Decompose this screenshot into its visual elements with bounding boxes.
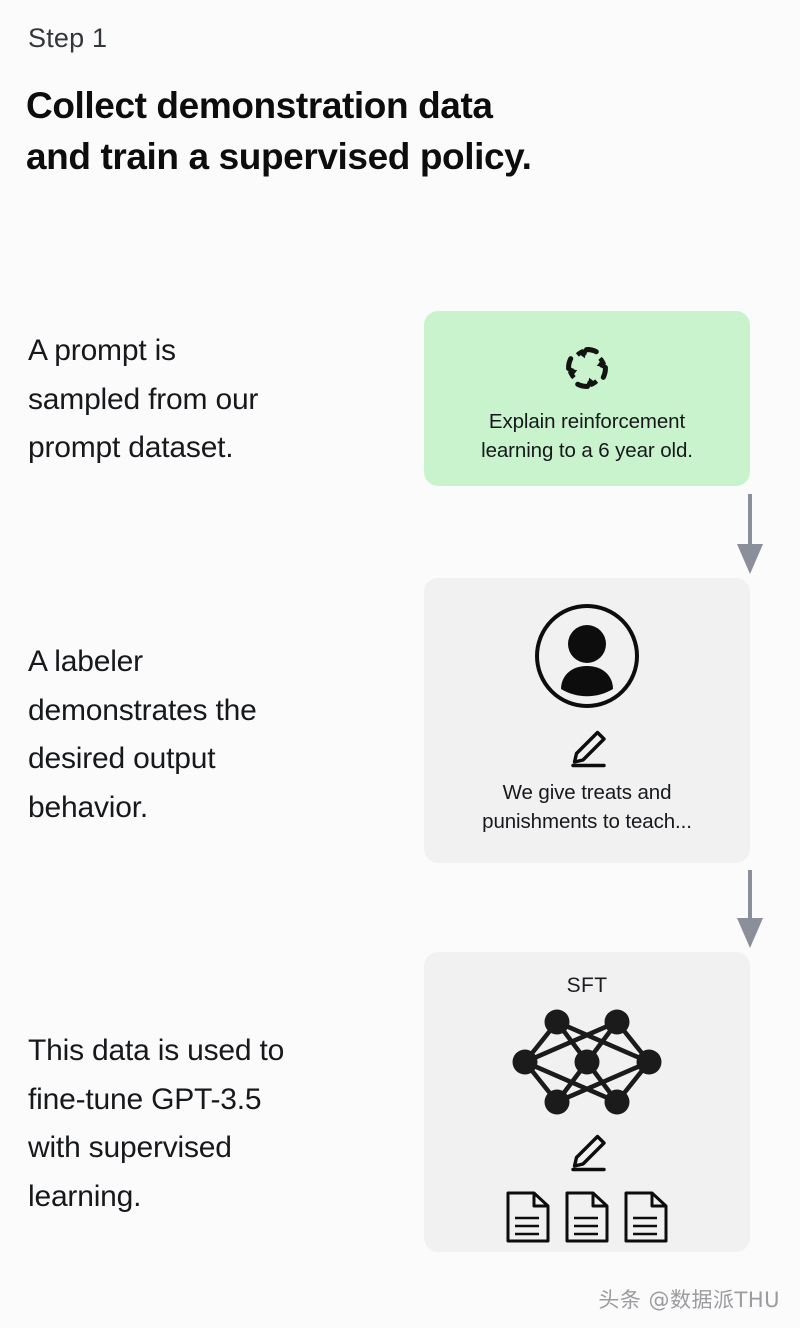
caption-line: Explain reinforcement [488,410,686,433]
document-group [505,1190,669,1244]
down-arrow-icon [737,870,763,948]
description-line: This data is used to [28,1034,285,1067]
description-line: prompt dataset. [28,431,234,465]
pencil-icon [564,1130,610,1176]
document-icon [623,1190,669,1244]
neural-network-icon [511,1006,663,1118]
caption-line: learning to a 6 year old. [481,439,693,463]
description-line: behavior. [28,790,148,824]
person-circle-icon [533,602,641,710]
prompt-card-caption: Explain reinforcement learning to a 6 ye… [440,407,734,465]
caption-line: punishments to teach... [482,810,692,834]
page-title: Collect demonstration data and train a s… [26,80,626,182]
description-line: A labeler [28,645,143,678]
sft-label: SFT [566,974,608,997]
description-line: demonstrates the [28,693,257,727]
down-arrow-icon [737,494,763,574]
step-label: Step 1 [28,23,108,53]
cycle-arrows-icon [556,337,618,399]
description-line: fine-tune GPT-3.5 [28,1082,262,1116]
page-title-line-1: Collect demonstration data [26,85,493,126]
description-supervised-finetune: This data is used to fine-tune GPT-3.5 w… [28,1027,400,1221]
description-line: sampled from our [28,382,259,416]
pencil-icon [564,726,610,772]
arrow-prompt-to-labeler [587,492,800,576]
sft-card: SFT [424,952,750,1252]
labeler-card: We give treats and punishments to teach.… [424,578,750,863]
prompt-card: Explain reinforcement learning to a 6 ye… [424,311,750,486]
document-icon [505,1190,551,1244]
description-labeler-demonstration: A labeler demonstrates the desired outpu… [28,638,400,832]
document-icon [564,1190,610,1244]
arrow-labeler-to-sft [587,868,800,950]
labeler-card-caption: We give treats and punishments to teach.… [440,778,734,836]
caption-line: We give treats and [502,781,672,804]
watermark: 头条 @数据派THU [598,1288,780,1312]
description-prompt-sampling: A prompt is sampled from our prompt data… [28,327,400,473]
description-line: desired output [28,742,216,776]
description-line: with supervised [28,1131,232,1165]
page-title-line-2: and train a supervised policy. [26,136,532,178]
description-line: A prompt is [28,334,176,367]
description-line: learning. [28,1179,142,1213]
